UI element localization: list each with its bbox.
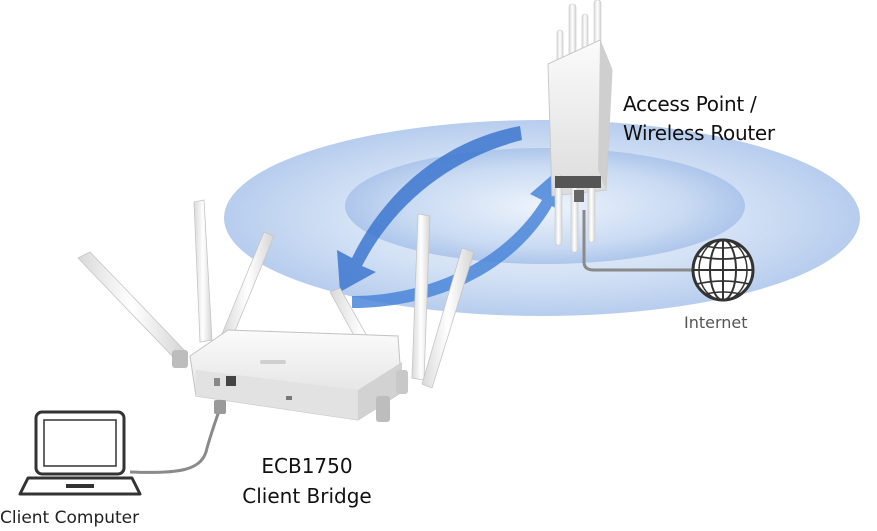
laptop-icon: [20, 412, 140, 494]
access-point-label-line-1: Access Point /: [623, 90, 775, 119]
client-computer-label: Client Computer: [0, 508, 139, 528]
client-bridge-label: ECB1750 Client Bridge: [232, 451, 382, 511]
client-bridge-label-line-1: ECB1750: [232, 451, 382, 481]
client-bridge-label-line-2: Client Bridge: [232, 481, 382, 511]
bridge-computer-cable: [130, 402, 222, 472]
globe-icon: [693, 240, 753, 300]
access-point-label-line-2: Wireless Router: [623, 119, 775, 148]
internet-label: Internet: [684, 313, 748, 332]
cable-connector: [214, 400, 226, 414]
access-point-label: Access Point / Wireless Router: [623, 90, 775, 148]
